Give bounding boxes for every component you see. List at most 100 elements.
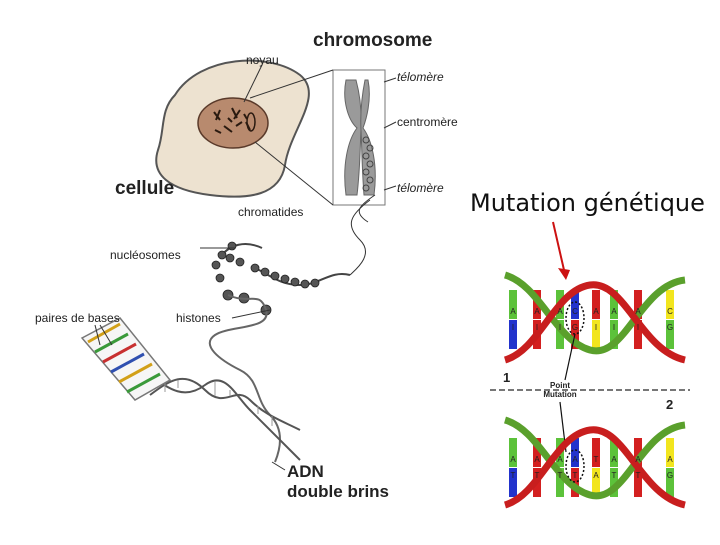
base-letter-top: A: [557, 455, 563, 464]
panel-2-number: 2: [666, 397, 674, 412]
base-letter-top: A: [534, 307, 540, 316]
helix-rung-top: [509, 438, 517, 467]
base-letter-bottom: T: [636, 471, 641, 480]
base-letter-top: A: [510, 307, 516, 316]
label-telomere-top: télomère: [397, 70, 444, 84]
base-letter-bottom: T: [558, 471, 563, 480]
helix-rung-top: [509, 290, 517, 319]
base-letter-bottom: G: [572, 323, 578, 332]
base-letter-top: A: [557, 307, 563, 316]
base-letter-bottom: T: [573, 471, 578, 480]
chromosome-coils: [362, 136, 374, 192]
label-cellule: cellule: [115, 178, 175, 199]
label-histones: histones: [176, 311, 221, 325]
base-letter-top: A: [635, 307, 641, 316]
chromosome-shape: [344, 79, 376, 196]
helix-rung-top: [533, 438, 541, 467]
base-letter-bottom: I: [512, 323, 514, 332]
base-letter-top: A: [593, 307, 599, 316]
helix-1-green-strand: [503, 271, 686, 355]
helix-rung-top: [634, 438, 642, 467]
helix-rung-top: [634, 290, 642, 319]
base-letter-bottom: I: [536, 323, 538, 332]
cell-illustration: [155, 59, 310, 198]
base-pair-pointers: [94, 324, 113, 346]
point-label-line2: Mutation: [543, 390, 577, 399]
base-letter-top: A: [611, 307, 617, 316]
helix-rung-bottom: [571, 468, 579, 497]
panel-1-number: 1: [503, 370, 511, 385]
label-centromere: centromère: [397, 115, 458, 129]
base-letter-bottom: T: [612, 471, 617, 480]
helix-rung-top: [610, 290, 618, 319]
base-letter-bottom: I: [613, 323, 615, 332]
helix-1-red-strand: [503, 281, 686, 364]
label-adn: ADN: [287, 462, 324, 481]
label-telomere-bottom: télomère: [397, 181, 444, 195]
helix-rung-top: [571, 438, 579, 467]
base-letter-bottom: T: [511, 471, 516, 480]
base-letter-bottom: A: [593, 471, 599, 480]
nucleosome-beads: [211, 241, 320, 316]
helix-2-green-strand: [503, 416, 686, 500]
histones-pointer: [231, 309, 271, 319]
helix-rung-bottom: [610, 468, 618, 497]
base-letter-bottom: I: [559, 323, 561, 332]
label-chromatides: chromatides: [238, 205, 304, 219]
base-letter-bottom: G: [667, 323, 673, 332]
base-letter-top: C: [667, 307, 673, 316]
label-double-brins: double brins: [287, 482, 389, 501]
helix-rung-bottom: [610, 320, 618, 349]
base-letter-top: A: [534, 455, 540, 464]
point-label-line1: Point: [550, 381, 570, 390]
helix-rung-bottom: [556, 468, 564, 497]
label-noyau: noyau: [246, 53, 279, 67]
base-letter-bottom: G: [667, 471, 673, 480]
mutation-arrowhead: [558, 268, 570, 280]
helix-2-red-strand: [503, 426, 686, 509]
helix-rung-top: [592, 290, 600, 319]
adn-pointer: [271, 461, 286, 471]
base-letter-bottom: I: [595, 323, 597, 332]
mutant-pair-highlight: [565, 449, 585, 483]
base-letter-top: A: [611, 455, 617, 464]
helix-rung-top: [666, 438, 674, 467]
helix-rung-bottom: [666, 468, 674, 497]
label-nucleosomes: nucléosomes: [110, 248, 181, 262]
point-mutation-pointer: [564, 333, 576, 381]
helix-rung-bottom: [592, 468, 600, 497]
base-pair-ladder: [80, 317, 172, 401]
base-letter-top: T: [594, 455, 599, 464]
base-letter-top: A: [510, 455, 516, 464]
base-letter-bottom: T: [535, 471, 540, 480]
helix-rung-bottom: [666, 320, 674, 349]
base-letter-top: C: [572, 307, 578, 316]
original-pair-highlight: [565, 301, 585, 335]
helix-rung-bottom: [509, 320, 517, 349]
helix-rung-top: [610, 438, 618, 467]
helix-rung-top: [666, 290, 674, 319]
helix-rung-top: [592, 438, 600, 467]
base-letter-top: A: [572, 455, 578, 464]
connector-lines: [243, 64, 397, 276]
mutation-arrow: [552, 221, 565, 271]
helix-rung-bottom: [592, 320, 600, 349]
label-paires-de-bases: paires de bases: [35, 311, 120, 325]
helix-rung-top: [571, 290, 579, 319]
base-letter-top: A: [667, 455, 673, 464]
base-letter-bottom: I: [637, 323, 639, 332]
point-mutation-label: Point Mutation: [538, 381, 582, 399]
helix-rung-bottom: [634, 320, 642, 349]
helix-rung-bottom: [556, 320, 564, 349]
helix-rung-bottom: [509, 468, 517, 497]
mutation-title: Mutation génétique: [470, 189, 705, 217]
base-letter-top: A: [635, 455, 641, 464]
helix-rung-bottom: [634, 468, 642, 497]
